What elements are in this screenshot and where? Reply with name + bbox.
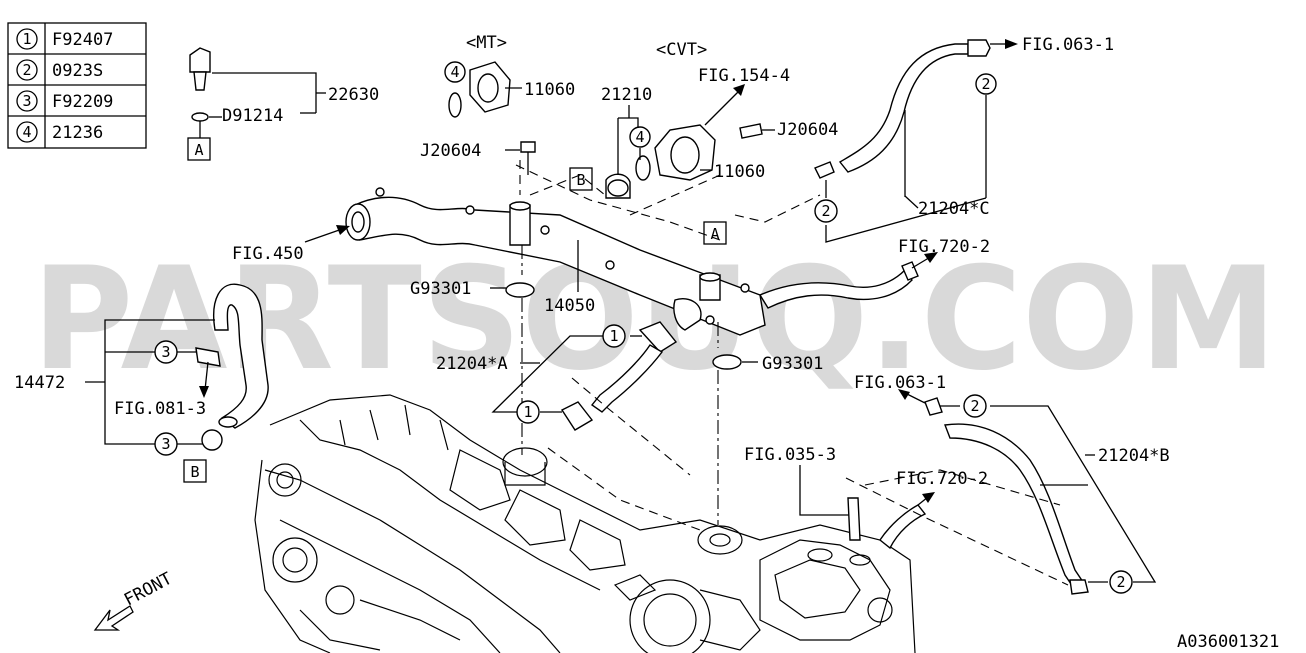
legend-code-2: 0923S	[52, 61, 103, 81]
svg-text:A: A	[710, 225, 719, 243]
hose-fig720-lower	[879, 504, 927, 550]
label-fig081-3: FIG.081-3	[114, 399, 206, 419]
label-22630: 22630	[328, 85, 379, 105]
label-fig720-2-upper: FIG.720-2	[898, 237, 990, 257]
label-21204a: 21204*A	[436, 354, 508, 374]
bolt-j20604-left	[520, 141, 536, 175]
label-fig063-1-lower: FIG.063-1	[854, 373, 946, 393]
label-11060-cvt: 11060	[714, 162, 765, 182]
label-front: FRONT	[121, 569, 176, 611]
gasket-mt	[448, 61, 511, 118]
svg-text:B: B	[190, 463, 199, 481]
label-fig063-1-upper: FIG.063-1	[1022, 35, 1114, 55]
label-fig035-3: FIG.035-3	[744, 445, 836, 465]
ref-box-b-left: B	[183, 459, 207, 483]
label-21204b: 21204*B	[1098, 446, 1170, 466]
circle-2-b-upper: 2	[970, 397, 979, 415]
gasket-g93301-right	[712, 354, 742, 370]
legend-code-1: F92407	[52, 30, 113, 50]
label-j20604-right: J20604	[777, 120, 838, 140]
gasket-g93301-left	[505, 282, 535, 298]
label-21204c: 21204*C	[918, 199, 990, 219]
engine-block-drawing	[254, 394, 916, 653]
label-14050: 14050	[544, 296, 595, 316]
circle-4-cvt: 4	[635, 128, 644, 146]
label-d91214: D91214	[222, 106, 283, 126]
circle-3-lower: 3	[161, 435, 170, 453]
label-cvt: <CVT>	[656, 40, 707, 60]
legend-code-3: F92209	[52, 92, 113, 112]
hose-21204b	[924, 397, 1089, 595]
ref-box-b-top: B	[569, 167, 593, 191]
legend-table: 1 2 3 4 F92407 0923S F92209 21236	[7, 22, 147, 149]
leader-lines	[85, 39, 1157, 631]
ref-box-a-center: A	[703, 221, 727, 245]
label-g93301-right: G93301	[762, 354, 823, 374]
legend-num-4: 4	[22, 123, 31, 141]
ref-box-a-left: A	[187, 137, 211, 161]
label-21210: 21210	[601, 85, 652, 105]
label-diagram-code: A036001321	[1177, 632, 1279, 652]
routing-lines	[515, 160, 1069, 586]
hose-21204a	[560, 321, 678, 431]
label-g93301-left: G93301	[410, 279, 471, 299]
hose-21204c	[814, 39, 991, 179]
svg-text:A: A	[194, 141, 203, 159]
legend-num-3: 3	[22, 92, 31, 110]
circle-4-mt: 4	[450, 63, 459, 81]
part-labels: 22630 D91214 <MT> 11060 <CVT> 21210 FIG.…	[14, 33, 1279, 652]
circle-1-lower: 1	[523, 403, 532, 421]
legend-num-1: 1	[22, 30, 31, 48]
legend-num-2: 2	[22, 61, 31, 79]
hose-fig720-upper	[758, 261, 919, 309]
svg-text:B: B	[576, 171, 585, 189]
label-mt: <MT>	[466, 33, 507, 53]
circle-2-upper: 2	[981, 75, 990, 93]
label-14472: 14472	[14, 373, 65, 393]
label-fig720-2-lower: FIG.720-2	[896, 469, 988, 489]
label-fig154-4: FIG.154-4	[698, 66, 790, 86]
label-j20604-left: J20604	[420, 141, 481, 161]
legend-code-4: 21236	[52, 123, 103, 143]
label-11060-mt: 11060	[524, 80, 575, 100]
label-fig450: FIG.450	[232, 244, 304, 264]
sensor-22630	[189, 47, 211, 122]
circle-3-upper: 3	[161, 343, 170, 361]
coolant-pipe-14050	[345, 187, 766, 336]
radiator-hose-14472	[195, 283, 269, 451]
circle-2-b-lower: 2	[1116, 573, 1125, 591]
circle-2-c: 2	[821, 202, 830, 220]
circle-1-upper: 1	[609, 327, 618, 345]
thermostat-cvt	[605, 123, 763, 199]
callout-circles: 4 4 2 2 2 2 1 1 3 3	[154, 61, 1133, 594]
